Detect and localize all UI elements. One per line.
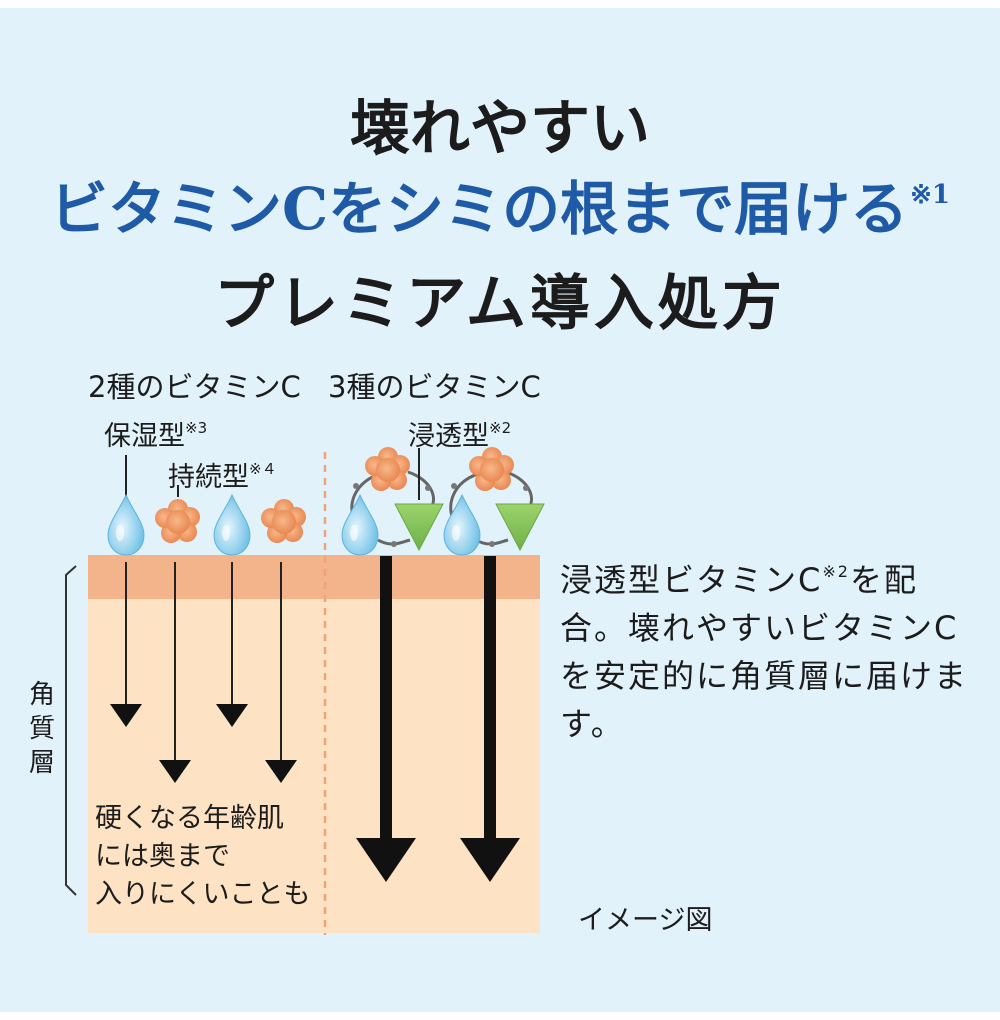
water-drop-icon <box>341 494 379 556</box>
skin-surface <box>88 555 540 599</box>
type-c-note: ※2 <box>489 419 512 437</box>
skin-body <box>88 555 540 933</box>
type-c-label: 浸透型※2 <box>408 414 511 453</box>
down-arrow-icon <box>265 562 297 783</box>
water-drop-icon <box>213 494 251 556</box>
title-line-1: 壊れやすい <box>350 94 650 164</box>
down-arrow-icon <box>110 562 142 727</box>
type-b-text: 持続型 <box>168 462 249 493</box>
image-caption: イメージ図 <box>578 905 713 936</box>
triangle-particle-icon <box>495 503 545 551</box>
note-line: には奥まで <box>95 841 230 872</box>
down-arrow-icon <box>216 562 248 727</box>
right-group-title: 3種のビタミンC <box>328 370 541 404</box>
down-arrow-icon <box>356 556 416 882</box>
type-a-label: 保湿型※3 <box>104 414 207 453</box>
flower-particle-icon <box>469 447 514 491</box>
flower-particle-icon <box>155 499 200 543</box>
layer-char: 角 <box>28 680 55 710</box>
water-drop-icon <box>107 494 145 556</box>
flower-particle-icon <box>365 447 410 491</box>
flower-particle-icon <box>261 499 306 543</box>
title-note: ※1 <box>910 180 951 210</box>
title-line-2-text: ビタミンCをシミの根まで届ける <box>49 175 909 243</box>
down-arrow-icon <box>460 556 520 882</box>
type-b-note: ※４ <box>249 460 277 478</box>
layer-char: 質 <box>28 714 55 744</box>
type-a-note: ※3 <box>185 419 208 437</box>
left-group-title: 2種のビタミンC <box>88 370 301 404</box>
note-line: 入りにくいことも <box>95 879 311 910</box>
layer-char: 層 <box>28 748 55 778</box>
type-c-text: 浸透型 <box>408 421 489 452</box>
note-line: 硬くなる年齢肌 <box>95 803 284 834</box>
water-drop-icon <box>443 494 481 556</box>
title-line-3: プレミアム導入処方 <box>214 269 786 339</box>
title-line-2: ビタミンCをシミの根まで届ける※1 <box>0 162 1000 246</box>
stratum-corneum-label: 角 質 層 <box>22 678 62 780</box>
down-arrow-icon <box>159 562 191 783</box>
description-text: 浸透型ビタミンC※2を配合。壊れやすいビタミンCを安定的に角質層に届けます。 <box>560 548 980 748</box>
description-part-2: を配合。壊れやすいビタミンCを安定的に角質層に届けます。 <box>560 561 969 743</box>
description-note: ※2 <box>822 562 850 581</box>
type-a-text: 保湿型 <box>104 421 185 452</box>
aging-skin-note: 硬くなる年齢肌 には奥まで 入りにくいことも <box>95 800 310 914</box>
layer-bracket <box>65 565 77 896</box>
type-b-label: 持続型※４ <box>168 455 277 494</box>
description-part-1: 浸透型ビタミンC <box>560 561 823 599</box>
